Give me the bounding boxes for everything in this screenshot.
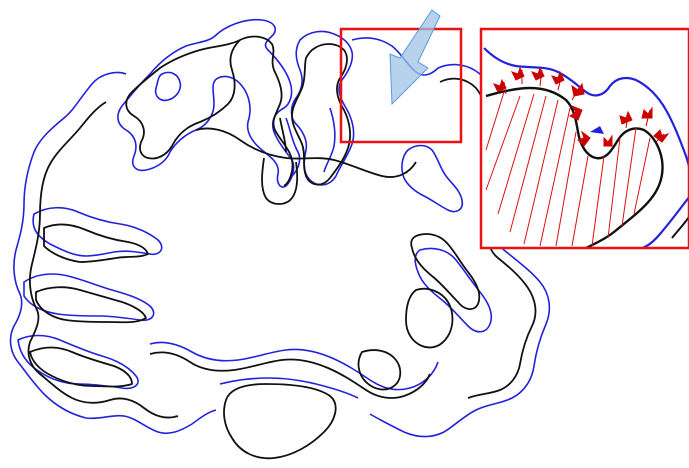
zoom-inset (481, 29, 689, 249)
